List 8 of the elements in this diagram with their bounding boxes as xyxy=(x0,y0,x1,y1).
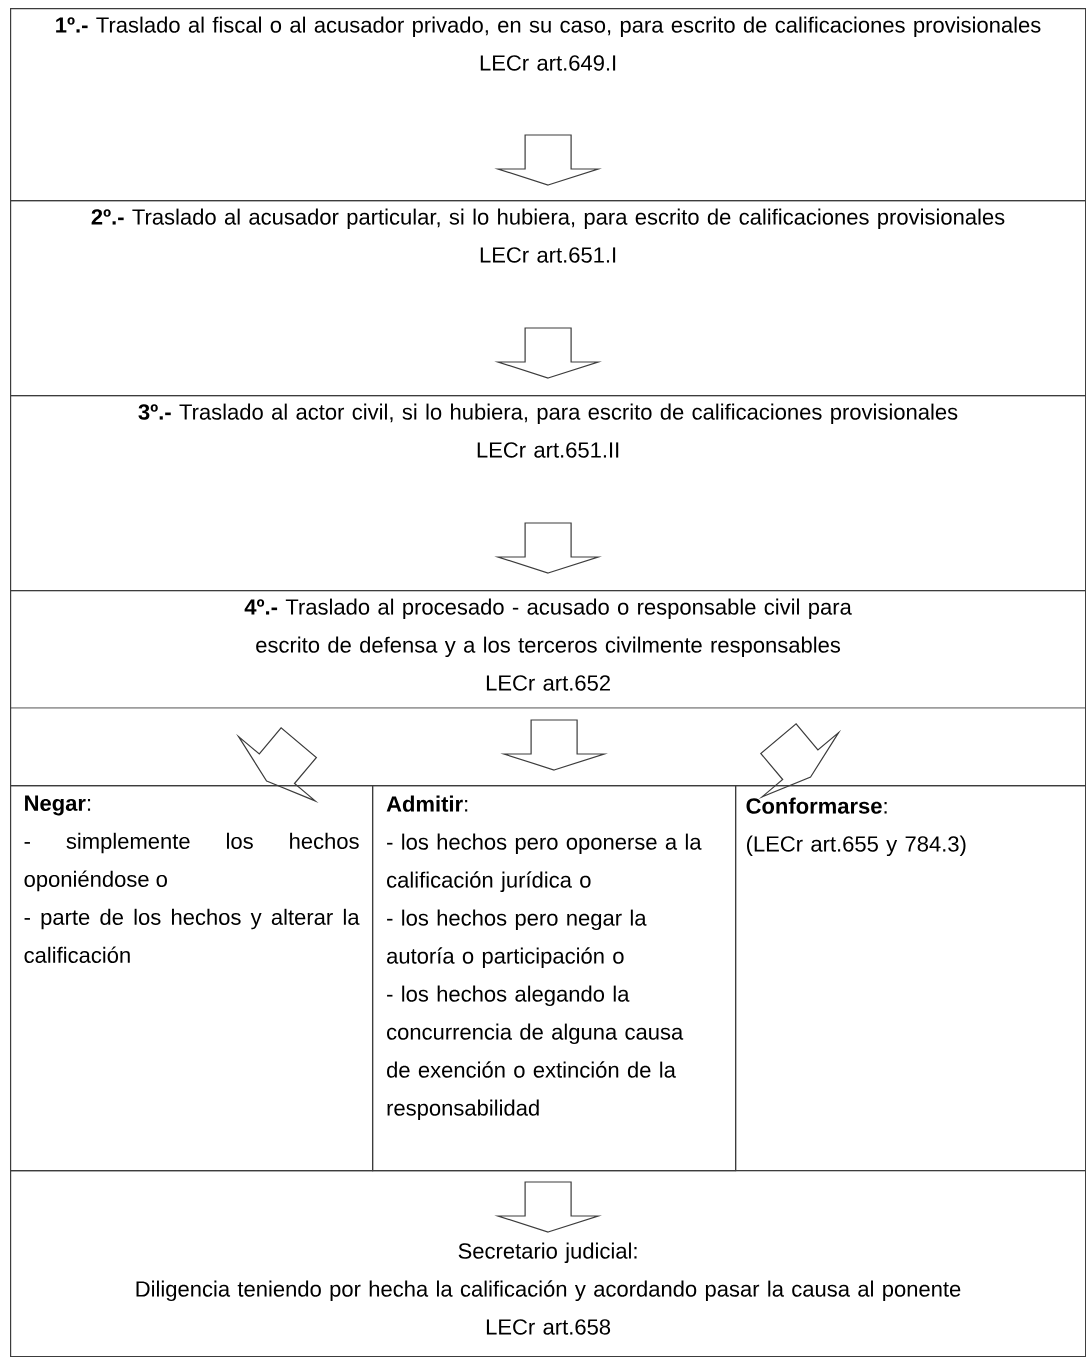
process-box: Conformarse: (LECr art.655 y 784.3) xyxy=(735,785,1086,1172)
process-box: Secretario judicial: Diligencia teniendo por hecha la calificación y acordando pasar la causa al ponente LECr art.658 xyxy=(10,1170,1086,1357)
process-box: 1º.- Traslado al fiscal o al acusador privado, en su caso, para escrito de calificaciones provisionales LECr art.649.I xyxy=(10,8,1086,202)
process-box: Admitir: - los hechos pero oponerse a la calificación jurídica o - los hechos pero negar la autoría o participación o - los hechos alegando la concurrencia de alguna causa de exención o extinción de la responsabilidad xyxy=(372,785,737,1172)
process-box: Negar: - simplemente los hechos oponiéndose o - parte de los hechos y alterar la calificación xyxy=(10,785,374,1172)
process-box: 2º.- Traslado al acusador particular, si lo hubiera, para escrito de calificaciones provisionales LECr art.651.I xyxy=(10,200,1086,397)
process-box: 3º.- Traslado al actor civil, si lo hubiera, para escrito de calificaciones provisionales LECr art.651.II xyxy=(10,395,1086,592)
process-box: 4º.- Traslado al procesado - acusado o responsable civil para escrito de defensa y a los terceros civilmente responsables LECr art.652 xyxy=(10,590,1086,787)
